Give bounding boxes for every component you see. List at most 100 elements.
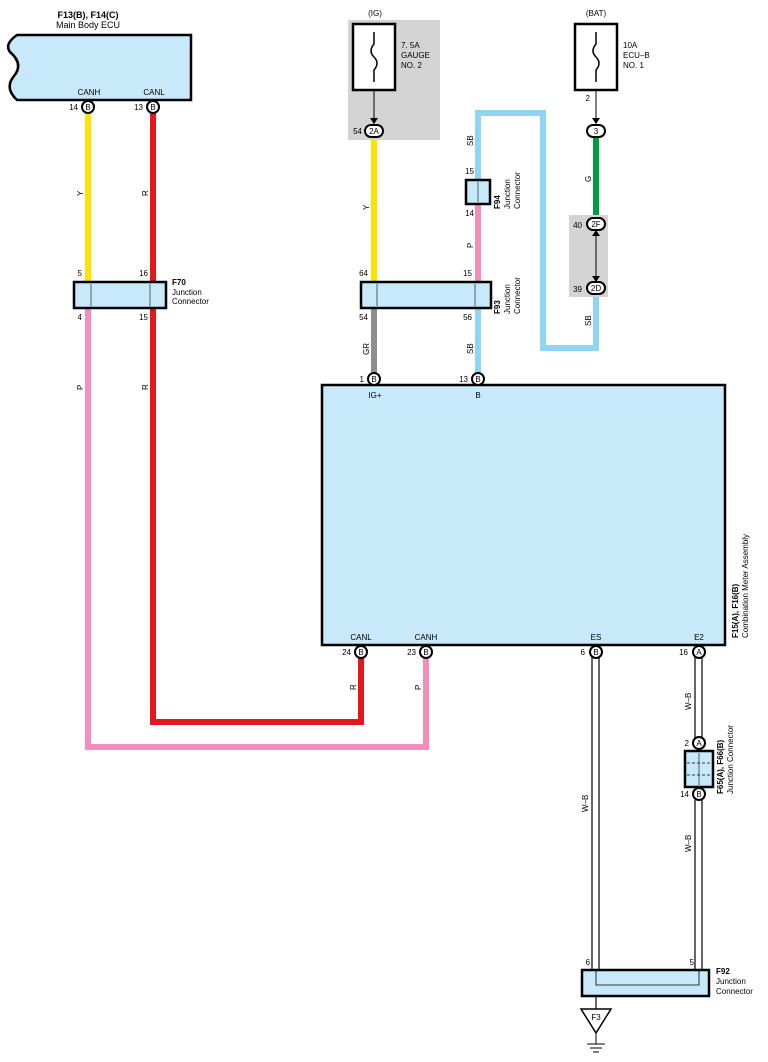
ecu-terminal-canh — [81, 100, 95, 114]
meter-b-label: B — [475, 391, 480, 400]
fuse-ecub-supply: (BAT) — [586, 9, 607, 18]
label-wb-es: W–B — [581, 795, 590, 812]
label-sb-2d: SB — [584, 315, 593, 326]
f94-pin-top: 15 — [465, 167, 474, 176]
meter-pin-es: 6 — [581, 648, 586, 657]
meter-terminal-b — [471, 372, 485, 386]
ecu-terminal-canl-letter: B — [150, 103, 155, 112]
f65-conn-top: A — [696, 739, 702, 748]
f65-junction-connector: 2 A 14 B F65(A), F66(B) Junction Connect… — [680, 725, 735, 801]
combination-meter: 1 B IG+ 13 B B CANL CANH ES E2 24 B 23 B… — [320, 372, 750, 659]
meter-terminal-b-letter: B — [475, 375, 480, 384]
ecu-terminal-canh-letter: B — [85, 103, 90, 112]
f92-code: F92 — [716, 967, 730, 976]
f93-line2: Connector — [513, 277, 522, 314]
wire-red-f70-meter — [150, 308, 364, 725]
ecu-name: Main Body ECU — [56, 20, 120, 30]
f93-code: F93 — [493, 300, 502, 314]
splice-terminal-bot — [586, 281, 606, 295]
splice-pin-bot: 39 — [573, 285, 582, 294]
label-p-meter: P — [414, 685, 423, 690]
meter-canl-label: CANL — [350, 633, 372, 642]
label-p-f94: P — [466, 243, 475, 248]
splice-2f-2d: 40 2F 39 2D — [569, 215, 608, 297]
ecu-pin-canh: 14 — [69, 103, 78, 112]
label-r-meter: R — [349, 684, 358, 690]
label-r-top: R — [141, 190, 150, 196]
label-wb-f65: W–B — [684, 835, 693, 852]
f70-line2: Connector — [172, 297, 209, 306]
fuse-gauge-pin: 54 — [353, 127, 362, 136]
fuse-ecub-no: NO. 1 — [623, 61, 644, 70]
fuse-ecub-symbol — [592, 32, 600, 82]
label-p-left: P — [76, 385, 85, 390]
meter-terminal-e2 — [692, 645, 706, 659]
f93-pin-tr: 15 — [463, 269, 472, 278]
f92-box — [580, 968, 711, 998]
f94-code: F94 — [493, 195, 502, 209]
fuse-ecub-rating: 10A — [623, 41, 638, 50]
meter-pin-ig: 1 — [360, 375, 365, 384]
f70-line1: Junction — [172, 288, 202, 297]
f70-junction-connector: 5 16 4 15 F70 Junction Connector — [72, 269, 209, 322]
meter-terminal-es-letter: B — [593, 648, 598, 657]
wire-sb-loop — [475, 110, 599, 351]
fuse-ecub-name: ECU–B — [623, 51, 650, 60]
ecu-pin-canl: 13 — [134, 103, 143, 112]
wire-wb-es — [591, 657, 600, 970]
f65-terminal-top — [692, 736, 706, 750]
meter-pin-canh: 23 — [407, 648, 416, 657]
label-r-mid: R — [141, 384, 150, 390]
wire-wb-f65-f92 — [694, 800, 703, 970]
meter-e2-label: E2 — [694, 633, 704, 642]
ground-icon — [587, 1043, 605, 1053]
f70-pin-tr: 16 — [139, 269, 148, 278]
meter-pin-e2: 16 — [679, 648, 688, 657]
f92-pin-right: 5 — [690, 958, 695, 967]
meter-terminal-ig-letter: B — [371, 375, 376, 384]
ground-triangle — [579, 1008, 613, 1035]
f92-junction-connector: 6 5 F92 Junction Connector — [580, 958, 753, 998]
f70-pin-tl: 5 — [78, 269, 83, 278]
meter-es-label: ES — [591, 633, 602, 642]
f93-pin-bl: 54 — [359, 313, 368, 322]
f65-terminal-bot — [692, 787, 706, 801]
f93-pin-br: 56 — [463, 313, 472, 322]
label-y-left: Y — [76, 190, 85, 196]
meter-terminal-canl — [354, 645, 368, 659]
f70-box — [72, 280, 168, 310]
meter-terminal-ig — [367, 372, 381, 386]
fuse-gauge-rating: 7. 5A — [401, 41, 420, 50]
fuse-gauge-symbol — [370, 32, 378, 82]
f94-line1: Junction — [503, 179, 512, 209]
label-wb-e2: W–B — [684, 693, 693, 710]
label-g: G — [584, 176, 593, 182]
ground-f3: F3 — [579, 996, 613, 1053]
main-body-ecu: F13(B), F14(C) Main Body ECU CANH CANL 1… — [6, 10, 193, 114]
fuse-gauge: (IG) 7. 5A GAUGE NO. 2 54 2A — [348, 9, 440, 140]
ecu-canl-label: CANL — [143, 88, 165, 97]
fuse-gauge-name: GAUGE — [401, 51, 430, 60]
f93-pin-tl: 64 — [359, 269, 368, 278]
f94-line2: Connector — [513, 172, 522, 209]
meter-terminal-e2-letter: A — [696, 648, 702, 657]
f92-pin-left: 6 — [586, 958, 591, 967]
fuse-ecub-conn: 3 — [594, 127, 599, 136]
meter-terminal-canl-letter: B — [358, 648, 363, 657]
meter-name: Combination Meter Assembly — [741, 534, 750, 638]
fuse-gauge-terminal — [364, 124, 384, 138]
meter-ig-label: IG+ — [368, 391, 381, 400]
meter-pin-b: 13 — [459, 375, 468, 384]
ecu-terminal-canl — [146, 100, 160, 114]
meter-box — [320, 383, 727, 647]
meter-terminal-es — [589, 645, 603, 659]
f70-code: F70 — [172, 278, 186, 287]
f93-junction-connector: 64 15 54 56 F93 Junction Connector — [359, 269, 522, 322]
f93-line1: Junction — [503, 284, 512, 314]
wire-labels: Y R P R Y GR SB P SB G SB R P W–B W–B W–… — [76, 135, 693, 852]
ecu-code: F13(B), F14(C) — [57, 10, 118, 20]
f65-conn-bot: B — [696, 790, 701, 799]
f65-code: F65(A), F66(B) — [716, 739, 725, 794]
label-y-fuse: Y — [362, 204, 371, 210]
